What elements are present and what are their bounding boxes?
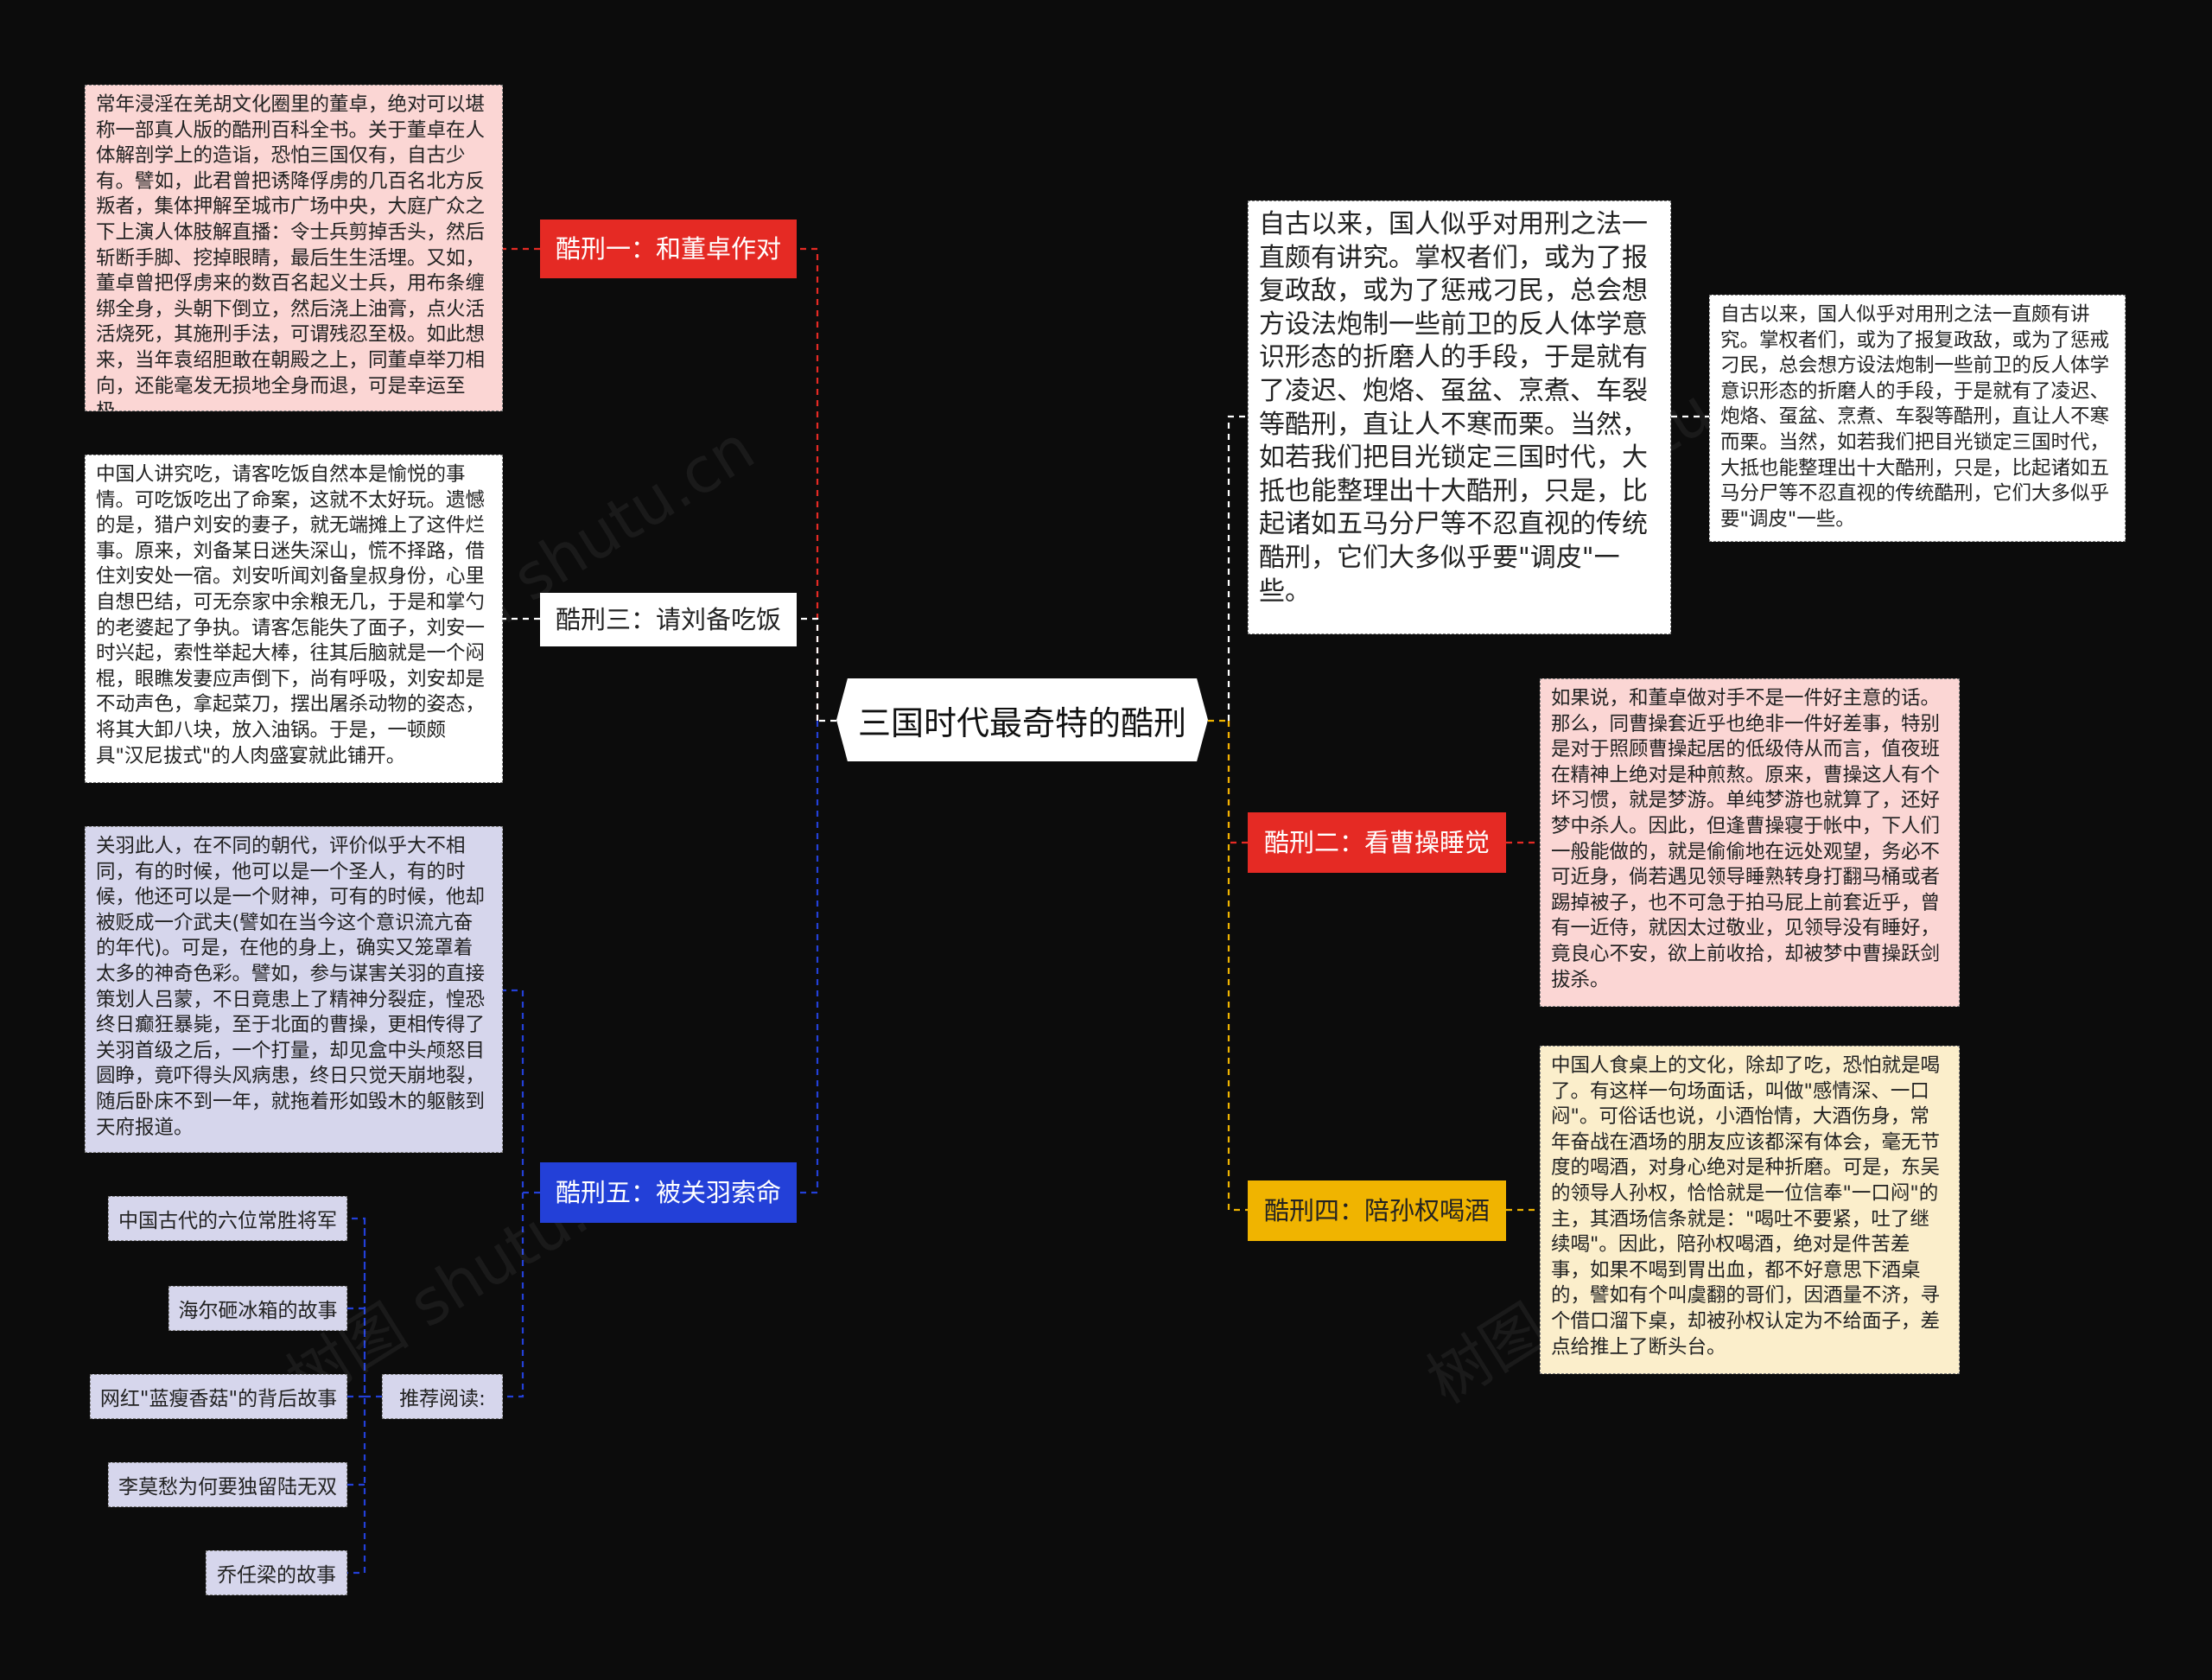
note-b3: 中国人讲究吃，请客吃饭自然本是愉悦的事情。可吃饭吃出了命案，这就不太好玩。遗憾的… <box>85 455 503 783</box>
note-b4: 中国人食桌上的文化，除却了吃，恐怕就是喝了。有这样一句场面话，叫做"感情深、一口… <box>1540 1046 1960 1374</box>
connector-right-red <box>1227 721 1248 844</box>
connector-left-white <box>797 617 819 721</box>
recommend-item[interactable]: 李莫愁为何要独留陆无双 <box>108 1462 347 1507</box>
recommend-item[interactable]: 海尔砸冰箱的故事 <box>168 1286 347 1331</box>
recommend-item[interactable]: 中国古代的六位常胜将军 <box>108 1196 347 1241</box>
branch-b5[interactable]: 酷刑五：被关羽索命 <box>540 1162 797 1223</box>
note-b1: 常年浸淫在羌胡文化圈里的董卓，绝对可以堪称一部真人版的酷刑百科全书。关于董卓在人… <box>85 85 503 411</box>
recommend-item[interactable]: 乔任梁的故事 <box>206 1550 347 1595</box>
connector-right-yellow <box>1227 721 1248 1212</box>
connector-right-white <box>1227 415 1248 721</box>
intro-long: 自古以来，国人似乎对用刑之法一直颇有讲究。掌权者们，或为了报复政敌，或为了惩戒刁… <box>1248 200 1671 634</box>
branch-b4[interactable]: 酷刑四：陪孙权喝酒 <box>1248 1180 1506 1241</box>
intro-short: 自古以来，国人似乎对用刑之法一直颇有讲究。掌权者们，或为了报复政敌，或为了惩戒刁… <box>1709 295 2126 542</box>
connector-left-red <box>797 247 819 721</box>
note-b5: 关羽此人，在不同的朝代，评价似乎大不相同，有的时候，他可以是一个圣人，有的时候，… <box>85 826 503 1153</box>
recommend-label: 推荐阅读: <box>382 1374 503 1419</box>
note-b2: 如果说，和董卓做对手不是一件好主意的话。那么，同曹操套近乎也绝非一件好差事，特别… <box>1540 678 1960 1007</box>
branch-b2[interactable]: 酷刑二：看曹操睡觉 <box>1248 812 1506 873</box>
central-topic[interactable]: 三国时代最奇特的酷刑 <box>836 678 1208 761</box>
connector-b5-note <box>503 989 540 1194</box>
branch-b1[interactable]: 酷刑一：和董卓作对 <box>540 220 797 278</box>
branch-b3[interactable]: 酷刑三：请刘备吃饭 <box>540 593 797 646</box>
recommend-item[interactable]: 网红"蓝瘦香菇"的背后故事 <box>90 1374 347 1419</box>
connector-b5-rec <box>503 1193 524 1398</box>
connector-left-blue <box>797 721 819 1194</box>
connector-rec-items <box>347 1217 382 1575</box>
